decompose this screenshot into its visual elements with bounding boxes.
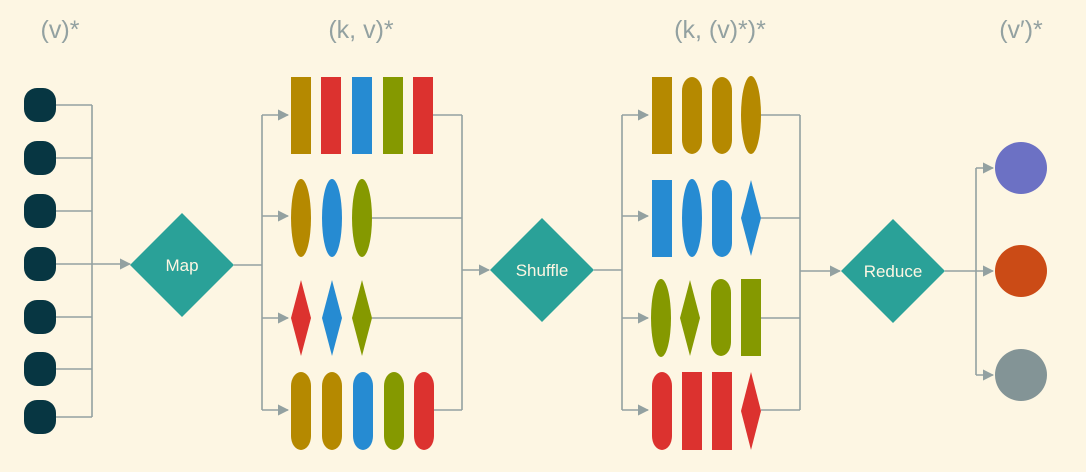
red-bar (712, 372, 732, 450)
group-blue (652, 179, 761, 257)
shuffle-node: Shuffle (490, 218, 594, 322)
map-fanout-wires (234, 109, 290, 416)
output-violet (995, 142, 1047, 194)
input-records (24, 88, 56, 434)
green-bar (741, 279, 761, 356)
input-record (24, 300, 56, 334)
output-gray (995, 349, 1047, 401)
input-record (24, 141, 56, 175)
yellow-capsule (322, 372, 342, 450)
red-capsule (652, 372, 672, 450)
blue-diamond (741, 180, 761, 256)
map-fanin-wires (372, 114, 491, 411)
reduce-fanout-wires (945, 162, 995, 381)
green-ellipse (352, 179, 372, 257)
green-capsule (711, 279, 731, 356)
red-bar (682, 372, 702, 450)
reduce-fanin-wires (761, 114, 842, 411)
map-output-row-2 (291, 179, 372, 257)
yellow-ellipse (291, 179, 311, 257)
blue-capsule (353, 372, 373, 450)
header-mapped: (k, v)* (328, 16, 394, 44)
input-record (24, 247, 56, 281)
map-output-row-4 (291, 372, 434, 450)
input-record (24, 352, 56, 386)
shuffle-fanout-wires (594, 109, 650, 416)
input-record (24, 400, 56, 434)
yellow-bar (291, 77, 311, 154)
reduce-diamond (841, 219, 945, 323)
group-yellow (652, 76, 761, 154)
input-wires (52, 104, 132, 418)
red-bar (413, 77, 433, 154)
input-record (24, 88, 56, 122)
red-diamond (291, 280, 311, 356)
green-diamond (352, 280, 372, 356)
map-label: Map (165, 256, 198, 275)
blue-bar (652, 180, 672, 257)
green-diamond (680, 280, 700, 356)
green-ellipse (651, 279, 671, 357)
shuffle-diamond (490, 218, 594, 322)
blue-bar (352, 77, 372, 154)
yellow-capsule (291, 372, 311, 450)
yellow-capsule (682, 77, 702, 154)
input-record (24, 194, 56, 228)
shuffle-label: Shuffle (516, 261, 569, 280)
green-capsule (384, 372, 404, 450)
blue-capsule (712, 180, 732, 257)
reduce-node: Reduce (841, 219, 945, 323)
blue-ellipse (682, 179, 702, 257)
map-output-row-3 (291, 280, 372, 356)
header-input: (v)* (41, 16, 80, 44)
yellow-bar (652, 77, 672, 154)
group-red (652, 372, 761, 450)
red-bar (321, 77, 341, 154)
map-diamond (130, 213, 234, 317)
header-grouped: (k, (v)*)* (674, 16, 766, 44)
yellow-capsule (712, 77, 732, 154)
output-values (995, 142, 1047, 401)
header-output: (v′)* (999, 16, 1043, 44)
map-node: Map (130, 213, 234, 317)
output-orange (995, 245, 1047, 297)
reduce-label: Reduce (864, 262, 923, 281)
blue-diamond (322, 280, 342, 356)
yellow-ellipse (741, 76, 761, 154)
map-output-row-1 (291, 77, 433, 154)
blue-ellipse (322, 179, 342, 257)
red-capsule (414, 372, 434, 450)
group-green (651, 279, 761, 357)
green-bar (383, 77, 403, 154)
red-diamond (741, 372, 761, 450)
